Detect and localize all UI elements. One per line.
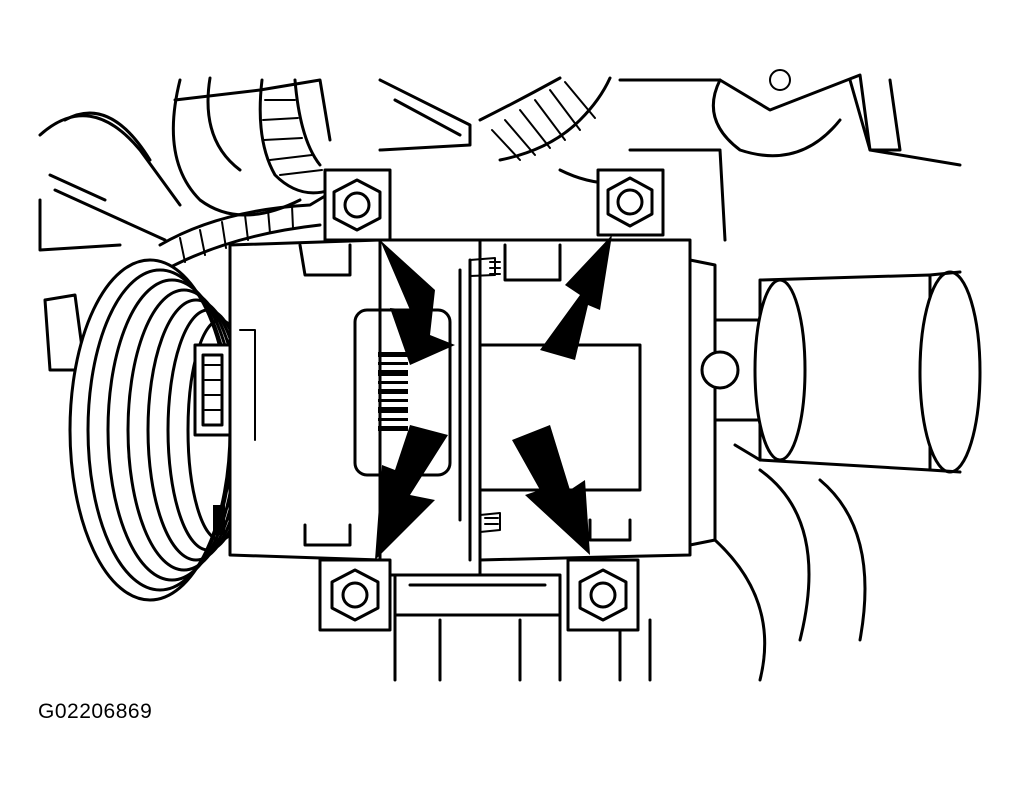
mounting-bolt-top-left: [323, 168, 392, 242]
accumulator-canister: [753, 270, 982, 474]
figure-id-label: G02206869: [38, 700, 153, 723]
arrow-top-right: [540, 235, 612, 360]
engine-background-structure: [38, 69, 962, 252]
mount-bracket: [393, 573, 562, 617]
arrow-bottom-right: [512, 425, 590, 555]
lower-bracket-hoses: [393, 443, 867, 682]
mounting-bolt-top-right: [596, 168, 665, 237]
wiring-harness: [158, 76, 642, 272]
mounting-bolt-bottom-right: [566, 558, 640, 632]
arrow-top-left: [380, 240, 455, 365]
arrow-bottom-left: [375, 425, 448, 560]
compressor-body: [213, 238, 762, 577]
mounting-bolt-bottom-left: [318, 558, 392, 632]
